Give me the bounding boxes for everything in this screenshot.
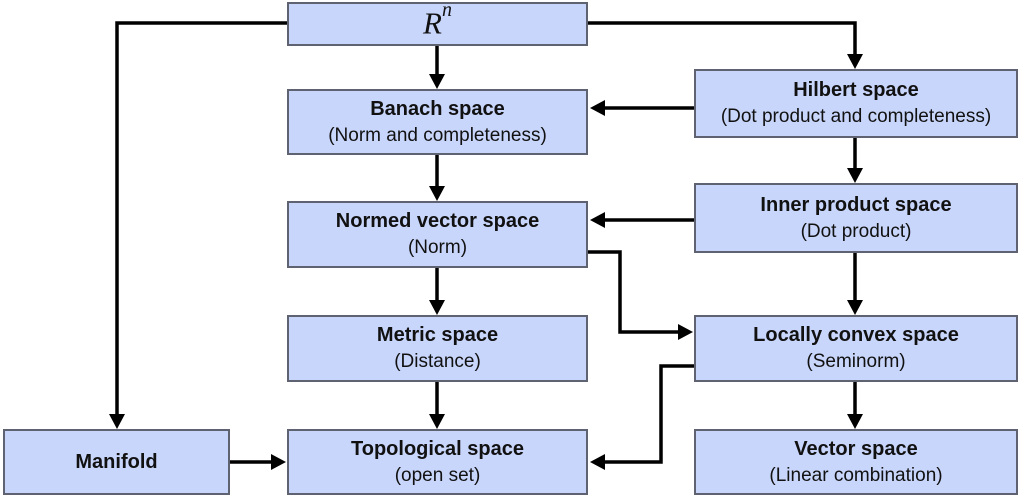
node-inner-product-space: Inner product space (Dot product)	[694, 183, 1018, 253]
arrowhead-locally-from-normed	[678, 324, 693, 340]
arrowhead-vector-from-locally	[847, 414, 863, 429]
node-banach-space: Banach space (Norm and completeness)	[287, 89, 588, 155]
node-topological-space: Topological space (open set)	[287, 429, 588, 495]
node-metric-space-subtitle: (Distance)	[394, 351, 481, 373]
node-banach-space-title: Banach space	[370, 97, 505, 120]
node-locally-convex-space-title: Locally convex space	[753, 324, 959, 347]
arrowhead-normed-from-inner	[590, 212, 605, 228]
node-inner-product-space-title: Inner product space	[760, 193, 952, 216]
arrowhead-topological-from-locally	[590, 454, 605, 470]
node-locally-convex-space-subtitle: (Seminorm)	[806, 351, 906, 373]
arrowhead-inner-from-hilbert	[847, 168, 863, 183]
edge-normed-to-locally	[588, 250, 680, 334]
node-topological-space-subtitle: (open set)	[394, 464, 481, 486]
node-rn: Rn	[287, 0, 588, 46]
arrowhead-metric-from-normed	[429, 300, 445, 315]
node-normed-vector-space: Normed vector space (Norm)	[287, 201, 588, 268]
arrowhead-banach-from-hilbert	[590, 100, 605, 116]
node-normed-vector-space-title: Normed vector space	[335, 210, 540, 233]
node-rn-label: Rn	[423, 0, 452, 41]
node-metric-space: Metric space (Distance)	[287, 315, 588, 382]
arrowhead-locally-from-inner	[847, 300, 863, 315]
node-normed-vector-space-subtitle: (Norm)	[407, 237, 468, 259]
node-metric-space-title: Metric space	[376, 324, 499, 347]
node-vector-space-title: Vector space	[794, 437, 918, 460]
node-manifold: Manifold	[3, 429, 230, 495]
edge-rn-to-manifold	[115, 21, 287, 416]
node-hilbert-space: Hilbert space (Dot product and completen…	[694, 69, 1018, 138]
arrowhead-normed-from-banach	[429, 186, 445, 201]
node-manifold-title: Manifold	[75, 450, 158, 473]
arrowhead-topological-from-manifold	[271, 454, 286, 470]
arrowhead-banach-from-rn	[429, 74, 445, 89]
arrowhead-topological-from-metric	[429, 414, 445, 429]
arrowhead-hilbert-from-rn	[847, 54, 863, 69]
node-hilbert-space-subtitle: (Dot product and completeness)	[720, 106, 992, 128]
node-vector-space: Vector space (Linear combination)	[694, 429, 1018, 495]
node-banach-space-subtitle: (Norm and completeness)	[328, 124, 547, 146]
node-hilbert-space-title: Hilbert space	[793, 79, 919, 102]
node-locally-convex-space: Locally convex space (Seminorm)	[694, 315, 1018, 382]
edge-rn-to-hilbert	[588, 21, 857, 56]
edge-locally-to-topological	[603, 364, 694, 464]
node-inner-product-space-subtitle: (Dot product)	[800, 220, 912, 242]
node-vector-space-subtitle: (Linear combination)	[769, 464, 943, 486]
arrowhead-manifold-from-rn	[109, 414, 125, 429]
node-topological-space-title: Topological space	[351, 437, 524, 460]
